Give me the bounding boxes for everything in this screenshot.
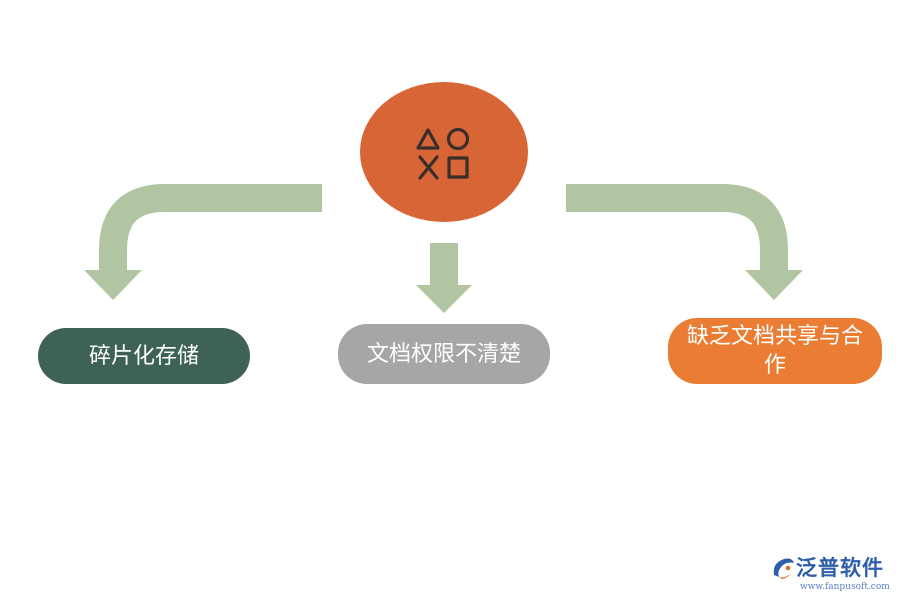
arrow-right <box>566 184 803 300</box>
brand-logo: 泛普软件 www.fanpusoft.com <box>770 553 895 598</box>
cross-icon-b <box>418 155 439 180</box>
branch-label-right: 缺乏文档共享与合作 <box>686 324 863 378</box>
arrow-middle <box>416 243 472 313</box>
square-icon <box>447 156 469 179</box>
brand-name: 泛普软件 <box>796 556 884 580</box>
arrow-middle-shaft <box>430 243 458 286</box>
arrow-left-head <box>84 270 142 300</box>
brand-url: www.fanpusoft.com <box>800 582 890 592</box>
branch-pill-right: 缺乏文档共享与合作 <box>668 318 882 384</box>
center-circle <box>360 82 528 222</box>
arrow-left <box>84 184 322 300</box>
arrow-right-shaft <box>566 184 788 272</box>
arrow-left-shaft <box>99 184 322 272</box>
shapes-icon <box>416 127 470 180</box>
branch-pill-middle: 文档权限不清楚 <box>338 324 550 384</box>
circle-icon <box>446 127 470 151</box>
fanpu-logo-icon <box>773 558 794 579</box>
arrow-right-head <box>745 270 803 300</box>
branch-pill-left: 碎片化存储 <box>38 328 250 384</box>
branch-label-middle: 文档权限不清楚 <box>366 341 521 367</box>
arrow-middle-head <box>416 285 472 313</box>
branch-label-left: 碎片化存储 <box>88 343 199 369</box>
triangle-icon <box>416 128 440 150</box>
